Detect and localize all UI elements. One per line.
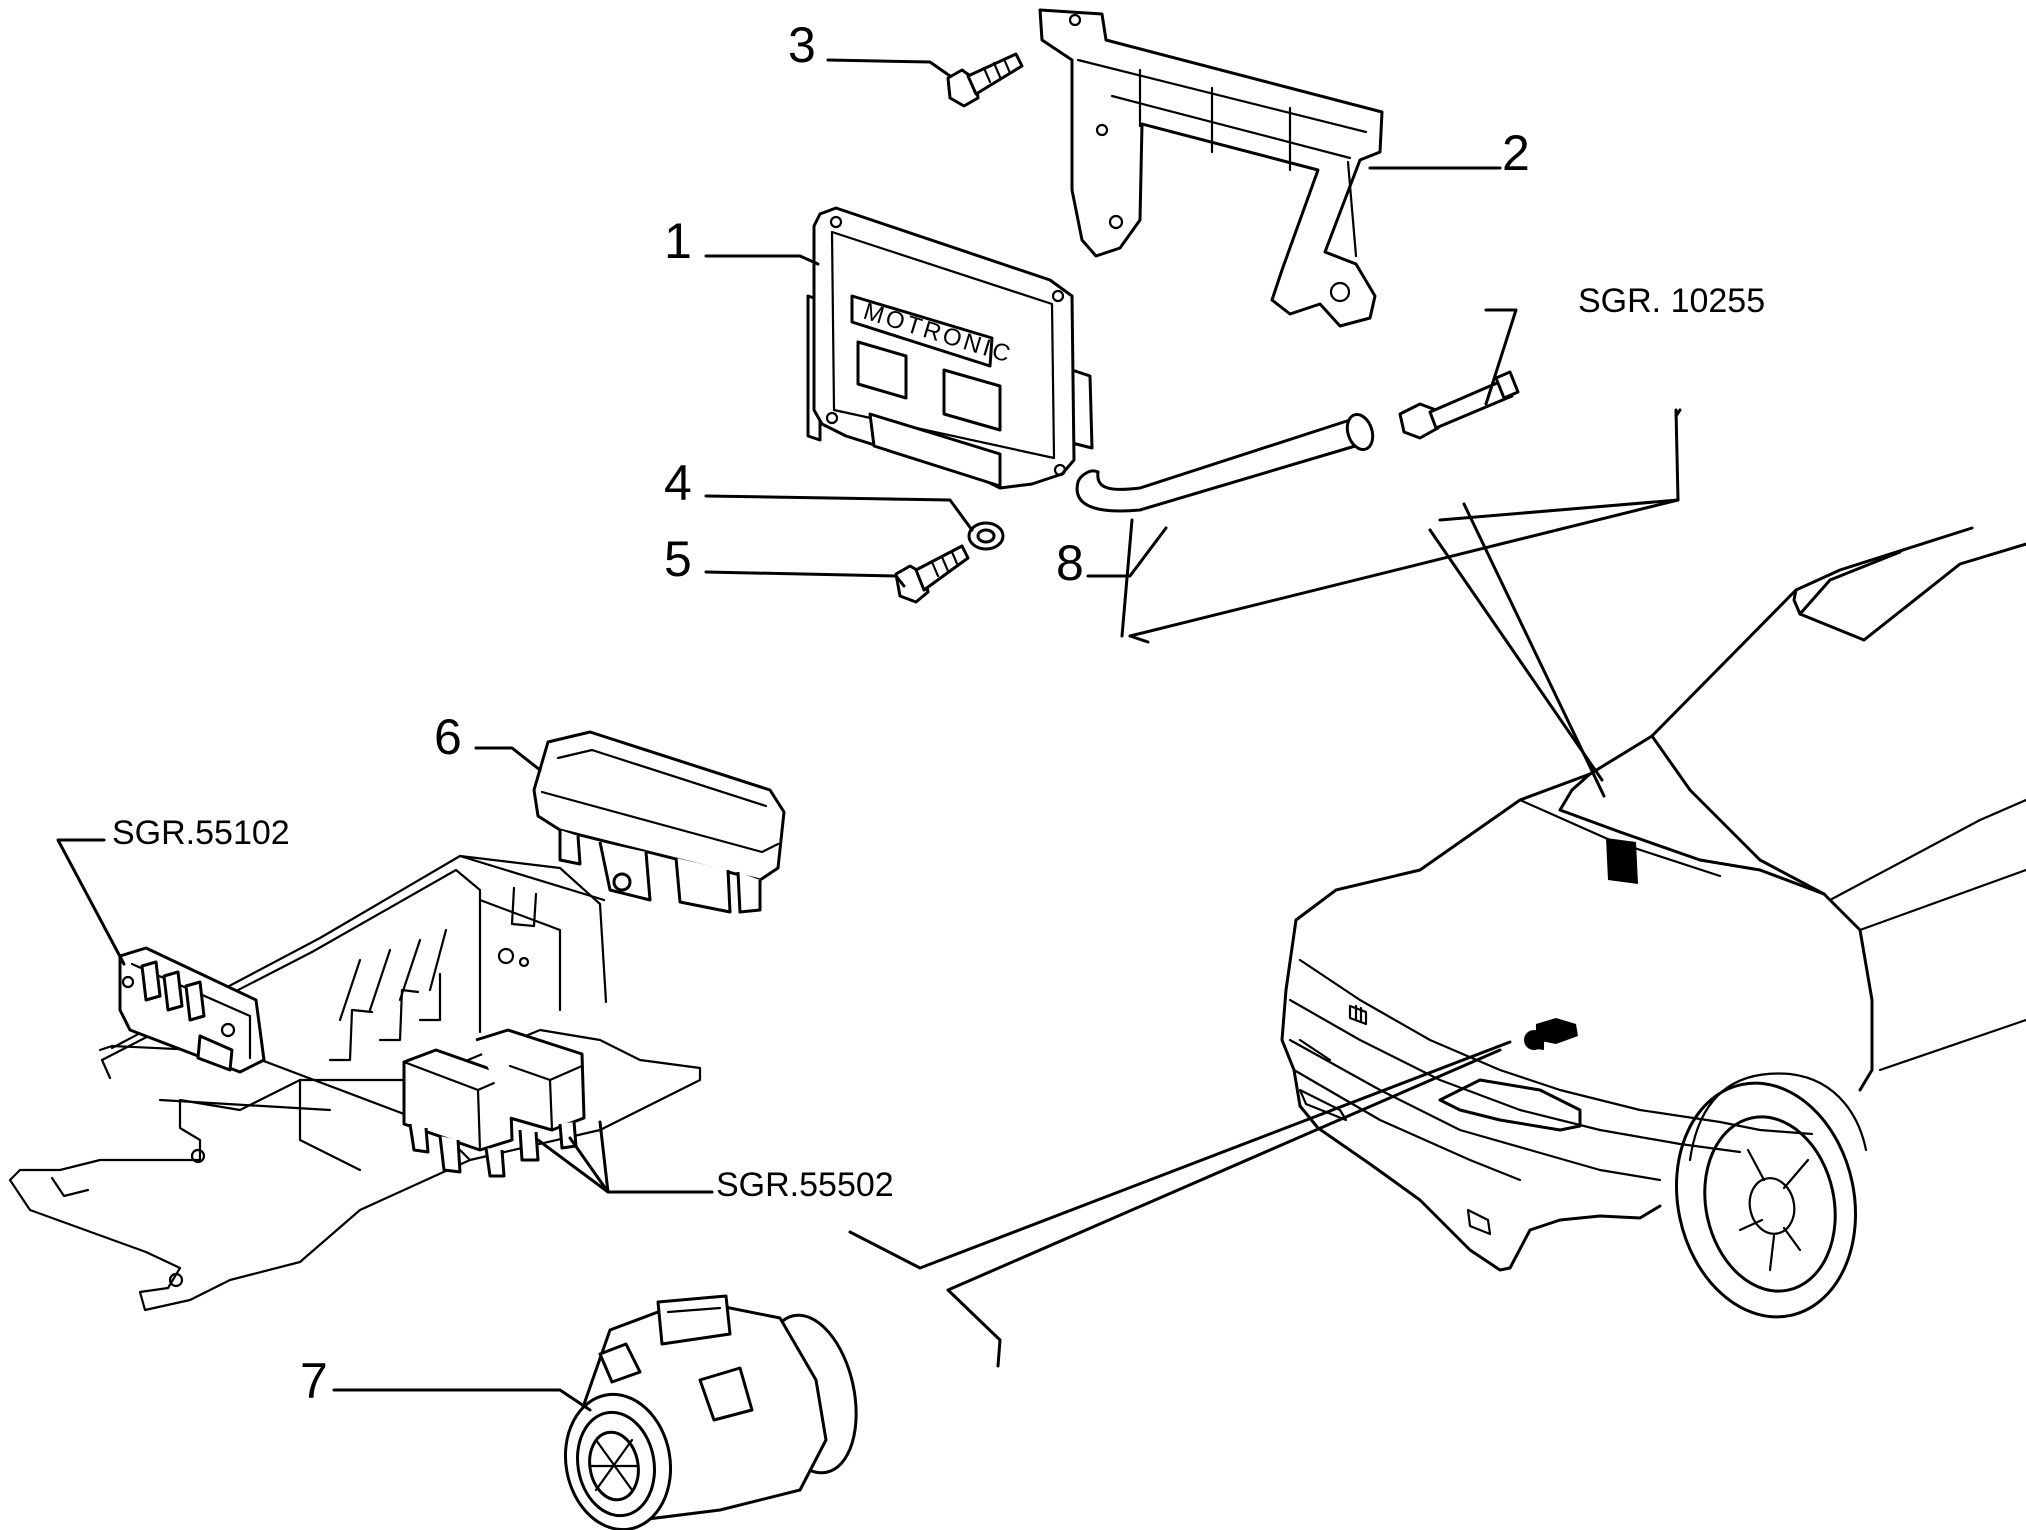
- part-2-mounting-bracket: [1038, 8, 1384, 328]
- reference-sgr-10255: SGR. 10255: [1578, 282, 1765, 320]
- leader-lines: [56, 58, 1682, 1412]
- reference-sgr-55102: SGR.55102: [112, 814, 290, 852]
- part-6-cover: [532, 730, 786, 914]
- sgr-55502-relays: [402, 1028, 586, 1178]
- callout-3: 3: [788, 17, 816, 73]
- callout-5: 5: [664, 531, 692, 587]
- callout-2: 2: [1502, 125, 1530, 181]
- part-8-hose: [1075, 412, 1375, 513]
- callout-7: 7: [300, 1353, 328, 1409]
- car-front-illustration: [1280, 526, 2026, 1319]
- sgr-55102-module: [118, 946, 266, 1074]
- part-7-air-flow-meter: [563, 1294, 858, 1530]
- callout-labels: 3 2 1 4 5 8 6 7 SGR. 10255 SGR.55102 SGR…: [112, 17, 1765, 1409]
- callout-1: 1: [664, 213, 692, 269]
- callout-4: 4: [664, 455, 692, 511]
- callout-6: 6: [434, 709, 462, 765]
- part-3-bolt: [946, 52, 1024, 108]
- control-box-base-tray: [8, 854, 702, 1312]
- reference-sgr-55502: SGR.55502: [716, 1166, 894, 1204]
- callout-8: 8: [1056, 535, 1084, 591]
- part-1-ecu-control-unit: MOTRONIC: [806, 206, 1094, 490]
- part-4-washer: [967, 521, 1005, 551]
- sgr-10255-component: [1398, 370, 1520, 440]
- part-5-screw: [894, 544, 970, 604]
